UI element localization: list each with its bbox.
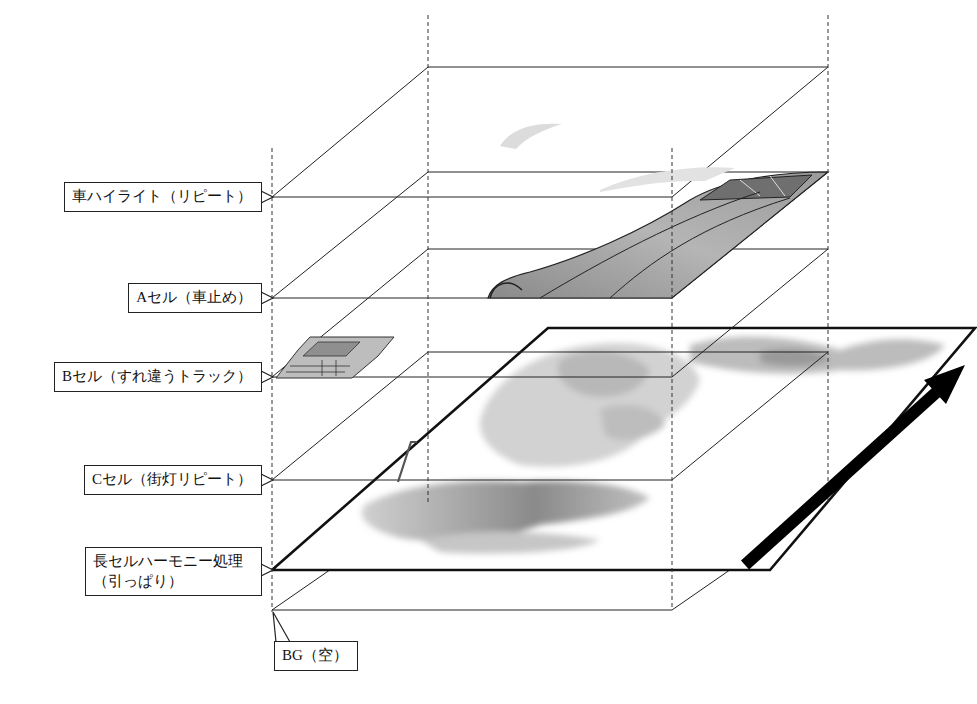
guide-lines bbox=[272, 15, 828, 612]
car bbox=[488, 172, 828, 298]
layer-label: BG（空） bbox=[274, 641, 358, 671]
truck bbox=[276, 337, 394, 378]
layer-label: Aセル（車止め） bbox=[128, 283, 262, 313]
a-cel-plane bbox=[272, 172, 828, 298]
layer-label: Cセル（街灯リピート） bbox=[84, 465, 262, 495]
label-text: Cセル（街灯リピート） bbox=[92, 470, 252, 490]
label-text: 車ハイライト（リピート） bbox=[72, 187, 252, 207]
layer-label: Bセル（すれ違うトラック） bbox=[54, 362, 262, 392]
long-cel-fill bbox=[272, 328, 975, 570]
label-text: 長セルハーモニー処理 （引っぱり） bbox=[93, 552, 252, 591]
layer-label: 長セルハーモニー処理 （引っぱり） bbox=[85, 547, 262, 596]
clouds bbox=[362, 337, 945, 554]
layer-label: 車ハイライト（リピート） bbox=[64, 182, 262, 212]
street-lamp bbox=[398, 442, 417, 482]
pan-arrow bbox=[745, 365, 965, 565]
callout-tails bbox=[261, 191, 290, 642]
highlight-plane bbox=[272, 67, 828, 197]
label-text: BG（空） bbox=[282, 646, 348, 666]
long-cel-plane bbox=[272, 328, 975, 570]
car-highlight bbox=[500, 124, 735, 192]
label-text: Aセル（車止め） bbox=[136, 288, 252, 308]
label-text: Bセル（すれ違うトラック） bbox=[62, 367, 252, 387]
